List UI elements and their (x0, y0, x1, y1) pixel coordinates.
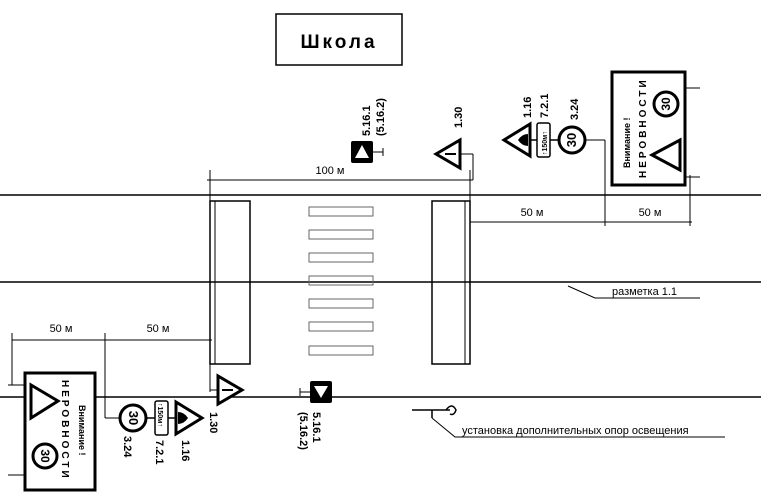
transverse-band-right (431, 200, 471, 365)
svg-text:50 м: 50 м (639, 207, 662, 219)
svg-text:(5.16.2): (5.16.2) (297, 412, 309, 450)
lighting-annotation: установка дополнительных опор освещения (412, 405, 725, 438)
svg-text:разметка 1.1: разметка 1.1 (612, 286, 677, 298)
dimension-right: 50 м 50 м (469, 140, 692, 226)
svg-text:установка дополнительных опор: установка дополнительных опор освещения (462, 425, 689, 437)
marking-annotation: разметка 1.1 (567, 285, 700, 299)
svg-text:50 м: 50 м (147, 323, 170, 335)
zebra-crossing (308, 206, 374, 356)
sign-distance-plate-bottom: ↑150м↑ 7.2.1 (146, 400, 169, 464)
sign-children-bottom: 1.30 (207, 365, 245, 433)
sign-children-top: 1.30 (433, 107, 474, 180)
sign-bump-bottom: 1.16 (168, 399, 205, 461)
svg-text:↑150м↑: ↑150м↑ (542, 131, 549, 155)
dimension-left: 50 м 50 м (11, 323, 212, 418)
svg-text:100 м: 100 м (316, 165, 345, 177)
svg-text:(5.16.2): (5.16.2) (375, 98, 387, 136)
svg-text:30: 30 (38, 449, 52, 463)
svg-text:50 м: 50 м (521, 207, 544, 219)
svg-text:30: 30 (564, 133, 579, 147)
svg-text:7.2.1: 7.2.1 (153, 440, 165, 464)
sign-distance-plate-top: ↑150м↑ 7.2.1 (536, 94, 551, 158)
svg-text:5.16.1: 5.16.1 (361, 105, 373, 136)
svg-text:НЕРОВНОСТИ: НЕРОВНОСТИ (59, 380, 70, 481)
sign-pedestrian-crossing-top: 5.16.1 (5.16.2) (351, 98, 387, 163)
sign-bump-top: 1.16 (501, 97, 534, 159)
sign-pedestrian-crossing-bottom: 5.16.1 (5.16.2) (297, 381, 332, 450)
school-label: Школа (300, 32, 377, 53)
svg-text:1.30: 1.30 (207, 412, 219, 433)
light-pole-icon (412, 405, 457, 418)
svg-text:1.16: 1.16 (522, 97, 534, 118)
svg-text:5.16.1: 5.16.1 (310, 412, 322, 443)
sign-speed-limit-top: 30 3.24 (557, 98, 605, 155)
svg-text:30: 30 (126, 411, 141, 425)
svg-text:1.16: 1.16 (179, 440, 191, 461)
svg-text:1.30: 1.30 (453, 107, 465, 128)
svg-text:3.24: 3.24 (121, 436, 133, 458)
dimension-100m: 100 м (207, 165, 473, 201)
transverse-band-left (209, 200, 251, 365)
school-building: Школа (275, 13, 403, 66)
warning-board-bottom: Внимание ! НЕРОВНОСТИ 30 (8, 371, 97, 492)
svg-text:50 м: 50 м (50, 323, 73, 335)
warning-board-top: Внимание ! НЕРОВНОСТИ 30 (610, 70, 700, 187)
sign-speed-limit-bottom: 30 3.24 (105, 403, 148, 458)
svg-text:7.2.1: 7.2.1 (539, 94, 551, 118)
svg-text:3.24: 3.24 (569, 98, 581, 120)
svg-text:НЕРОВНОСТИ: НЕРОВНОСТИ (638, 77, 649, 178)
svg-text:Внимание !: Внимание ! (622, 118, 632, 168)
svg-text:↑150м↑: ↑150м↑ (156, 403, 163, 427)
svg-text:30: 30 (659, 97, 673, 111)
svg-text:Внимание !: Внимание ! (77, 405, 87, 455)
